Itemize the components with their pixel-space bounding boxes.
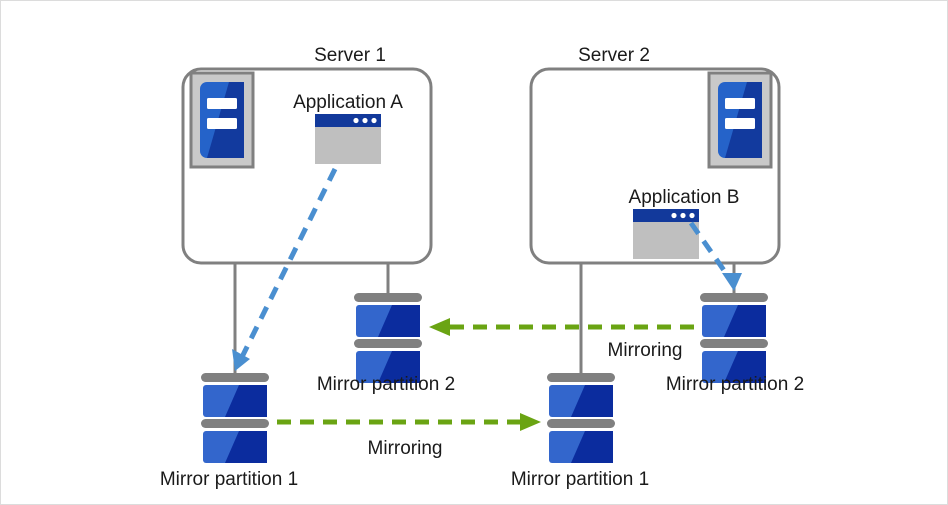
server-tower-icon — [707, 71, 773, 169]
server-1-title: Server 1 — [314, 45, 386, 66]
server-2-title: Server 2 — [578, 45, 650, 66]
disk-stack-icon — [547, 373, 615, 463]
disk-stack-icon — [201, 373, 269, 463]
application-window-icon — [315, 114, 381, 164]
server2-mirror-partition-1-label: Mirror partition 1 — [510, 469, 650, 490]
arrow-head-icon — [520, 413, 541, 431]
application-b-label: Application B — [628, 187, 740, 208]
application-a-label: Application A — [293, 92, 403, 113]
arrow-head-icon — [232, 349, 250, 371]
disk-stack-icon — [700, 293, 768, 383]
app-b-access-arrow — [688, 221, 742, 291]
arrow-head-icon — [722, 273, 742, 291]
app-a-access-arrow — [232, 167, 338, 371]
server1-mirror-partition-1-label: Mirror partition 1 — [159, 469, 299, 490]
mirroring-arrow-top — [429, 318, 694, 336]
server-tower-icon — [189, 71, 255, 169]
mirroring-label-bottom: Mirroring — [367, 438, 443, 459]
server2-mirror-partition-2-label: Mirror partition 2 — [665, 374, 805, 395]
application-window-icon — [633, 209, 699, 259]
arrow-head-icon — [429, 318, 450, 336]
server1-mirror-partition-2-label: Mirror partition 2 — [316, 374, 456, 395]
mirroring-arrow-bottom — [277, 413, 541, 431]
disk-stack-icon — [354, 293, 422, 383]
mirroring-label-top: Mirroring — [607, 340, 683, 361]
